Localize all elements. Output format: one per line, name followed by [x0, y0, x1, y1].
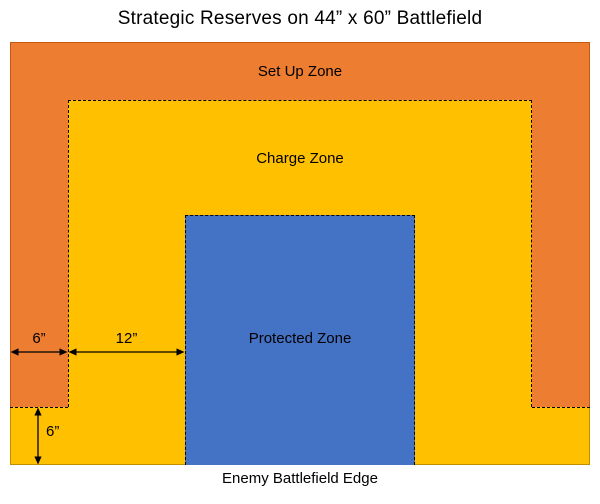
diagram-title: Strategic Reserves on 44” x 60” Battlefi…	[117, 8, 483, 29]
protected-zone-label: Protected Zone	[248, 330, 352, 347]
battlefield: Set Up Zone Charge Zone Protected Zone 6…	[10, 42, 590, 465]
bottom-depth-arrow-icon	[34, 407, 42, 465]
enemy-edge-label: Enemy Battlefield Edge	[222, 470, 378, 487]
protected-zone	[185, 215, 415, 465]
setup-zone-label: Set Up Zone	[257, 63, 343, 80]
setup-depth-arrow-icon	[10, 348, 68, 356]
bottom-depth-label: 6”	[46, 423, 60, 440]
charge-depth-arrow-icon	[68, 348, 185, 356]
charge-zone-label: Charge Zone	[256, 150, 344, 167]
charge-depth-label: 12”	[115, 330, 138, 347]
setup-boundary-dash-left	[10, 407, 68, 408]
setup-depth-label: 6”	[32, 330, 46, 347]
setup-boundary-dash-right	[532, 407, 590, 408]
